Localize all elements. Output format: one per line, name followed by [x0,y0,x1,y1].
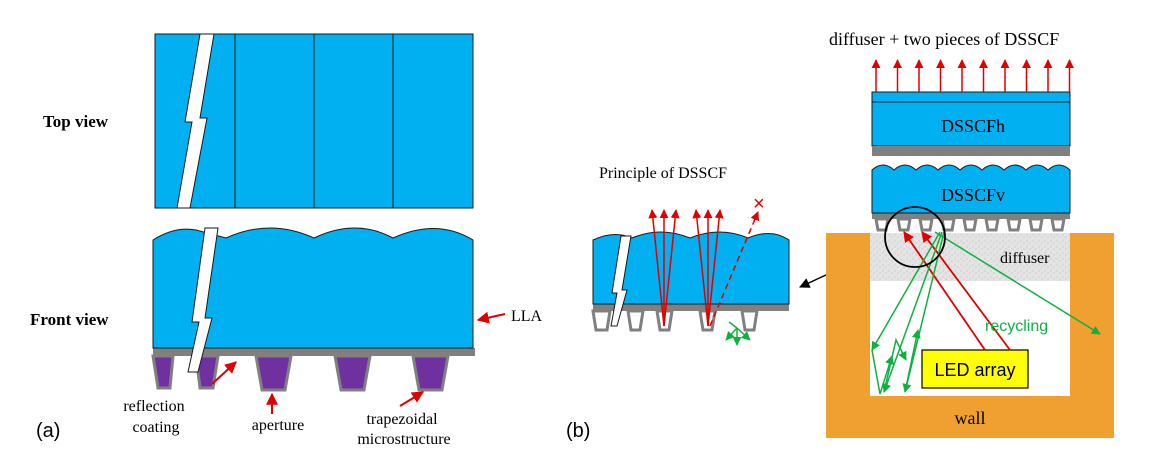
cavity-green-rays [871,231,1101,395]
dsscfv-tooth [984,217,1000,232]
dsscfv-label: DSSCFv [941,185,1005,205]
dsscfv-film [871,164,1071,232]
cavity-red-rays [903,231,1011,351]
blocked-mark: × [753,193,765,215]
lla-label: LLA [511,308,543,325]
trapezoidal-line2: microstructure [357,431,450,448]
reflection-coating-line1: reflection [123,398,184,415]
dsscfv-tooth [918,217,934,232]
lla-arrow [476,311,506,324]
dsscfh-label: DSSCFh [941,116,1005,136]
principle-recycled-rays [725,321,751,346]
diffuser-label: diffuser [1000,250,1050,267]
dsscfv-tooth [962,217,978,232]
reflection-coating-line2: coating [132,419,179,436]
led-array [921,349,1029,389]
aperture-label: aperture [252,417,304,434]
dsscfv-tooth [896,217,912,232]
top-view-label: Top view [43,112,109,131]
wall [826,233,1114,438]
output-rays [871,59,1074,92]
wall-label: wall [955,408,986,428]
principle-film [591,231,790,332]
dsscfv-tooth [1050,217,1066,232]
trapezoidal-arrow [399,391,425,407]
panel-b: Principle of DSSCF × [566,29,1114,442]
recycling-label: recycling [985,318,1048,335]
dsscfv-tooth [1006,217,1022,232]
zoom-circle [884,206,946,268]
reflection-coating-label: reflection coating [123,398,188,436]
reflection-coating-arrow [211,361,237,385]
principle-rays [648,209,760,327]
front-view-film [151,227,475,392]
stack-title: diffuser + two pieces of DSSCF [829,29,1059,49]
principle-title: Principle of DSSCF [599,165,727,182]
front-view-label: Front view [30,310,109,329]
trapezoidal-label: trapezoidal microstructure [357,411,450,448]
dsscfh-film [871,91,1071,156]
led-label: LED array [934,360,1015,380]
trapezoidal-line1: trapezoidal [366,411,438,428]
panel-a: Top view Front view LLA reflection coati… [30,33,543,448]
diffuser [870,233,1070,281]
top-view-film [154,33,474,209]
panel-a-label: (a) [36,420,60,442]
dsscfv-tooth [1028,217,1044,232]
panel-b-label: (b) [566,420,590,442]
